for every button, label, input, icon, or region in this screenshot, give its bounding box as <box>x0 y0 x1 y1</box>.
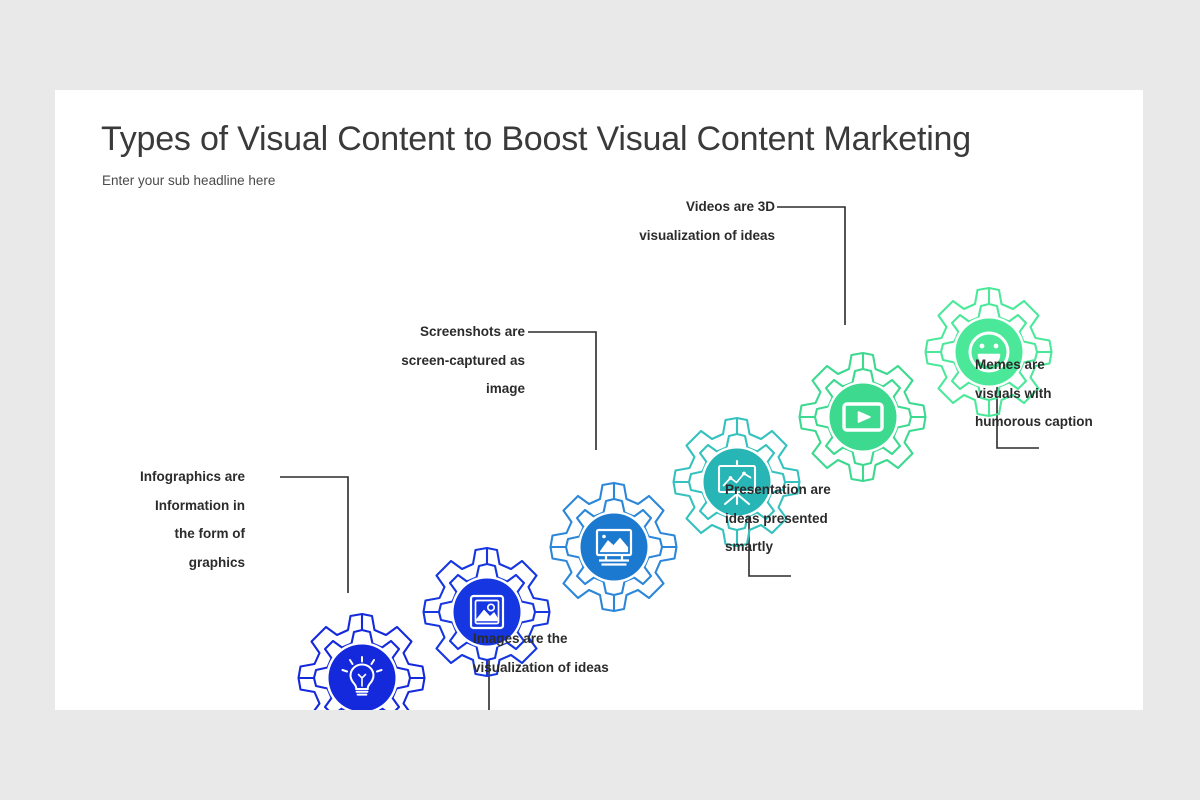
callout-line: visuals with <box>975 385 1052 401</box>
callout-line: Information in <box>155 497 245 513</box>
callout-line: ideas presented <box>725 510 828 526</box>
callout-line: visualization of ideas <box>639 227 775 243</box>
monitor-icon <box>595 528 633 566</box>
slide-canvas: Types of Visual Content to Boost Visual … <box>55 90 1143 710</box>
page-title: Types of Visual Content to Boost Visual … <box>101 120 971 158</box>
callout-infographics: Infographics are Information in the form… <box>60 463 245 577</box>
gear-images-disc <box>453 578 521 646</box>
gear-presentation <box>672 416 801 548</box>
callout-presentation: Presentation are ideas presented smartly <box>725 476 925 562</box>
gear-images <box>422 546 551 678</box>
smiley-face-icon <box>968 331 1010 373</box>
callout-line: visualization of ideas <box>473 659 609 675</box>
connector-memes <box>996 382 1039 449</box>
node-screenshots[interactable] <box>544 477 684 617</box>
picture-frame-icon <box>469 594 505 630</box>
callout-screenshots: Screenshots are screen-captured as image <box>310 318 525 404</box>
node-images[interactable] <box>417 542 557 682</box>
callout-line: graphics <box>188 554 245 570</box>
connector-videos <box>777 206 846 325</box>
callout-line: Screenshots are <box>419 324 525 339</box>
node-presentation[interactable] <box>667 412 807 552</box>
connector-screenshots <box>528 331 597 450</box>
gear-memes-disc <box>955 318 1023 386</box>
node-infographics[interactable] <box>292 608 432 710</box>
callout-line: the form of <box>174 526 246 541</box>
presentation-board-icon <box>717 459 757 506</box>
callout-line: Memes are <box>975 357 1045 372</box>
gear-screenshots <box>549 481 678 613</box>
node-videos[interactable] <box>793 347 933 487</box>
callout-line: Images are the <box>473 631 568 646</box>
infographic-stage: Infographics are Information in the form… <box>55 90 1143 710</box>
gear-infographics <box>297 612 426 710</box>
lightbulb-icon <box>341 656 383 696</box>
callout-line: smartly <box>725 539 774 554</box>
callout-line: humorous caption <box>975 414 1093 429</box>
connector-images <box>488 660 490 710</box>
node-memes[interactable] <box>919 282 1059 422</box>
page-subtitle: Enter your sub headline here <box>102 173 276 188</box>
callout-images: Images are the visualization of ideas <box>473 625 703 682</box>
callout-line: image <box>485 381 525 396</box>
callout-line: Infographics are <box>139 469 245 484</box>
gear-memes <box>924 286 1053 418</box>
callout-line: screen-captured as <box>401 352 525 368</box>
callout-memes: Memes are visuals with humorous caption <box>975 351 1143 437</box>
callout-videos: Videos are 3D visualization of ideas <box>545 193 775 250</box>
gear-videos <box>798 351 927 483</box>
callout-line: Presentation are <box>725 482 831 497</box>
connector-infographics <box>280 476 349 593</box>
video-player-icon <box>842 402 884 432</box>
callout-line: Videos are 3D <box>685 199 775 214</box>
